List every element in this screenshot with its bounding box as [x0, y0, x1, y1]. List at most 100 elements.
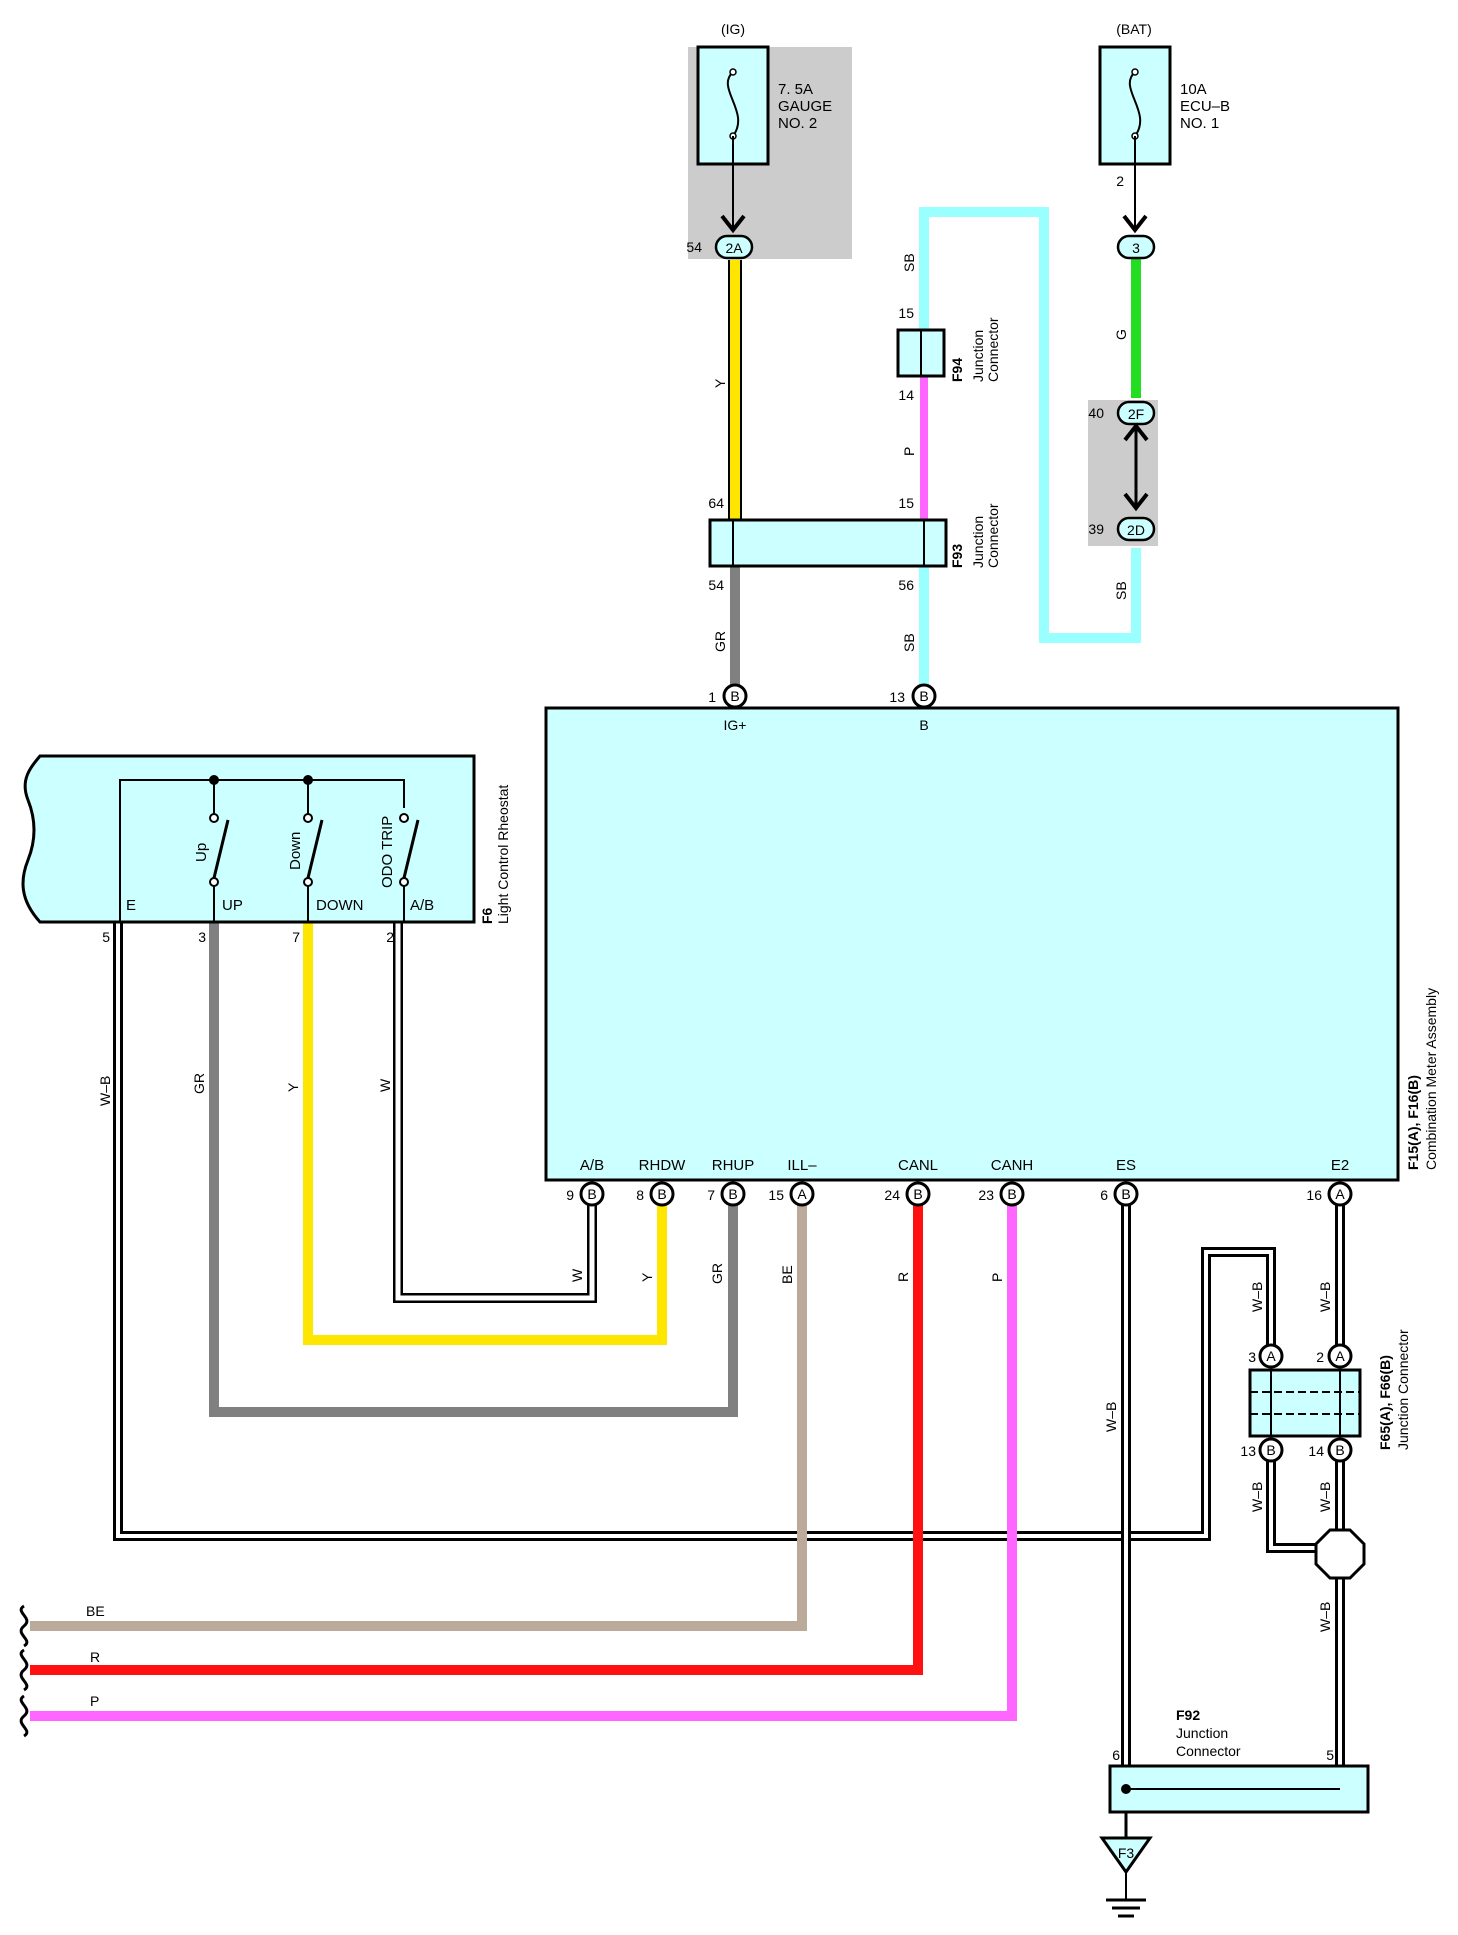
svg-text:G: G [1113, 329, 1129, 340]
svg-text:F3: F3 [1118, 1845, 1135, 1861]
svg-text:1: 1 [708, 689, 716, 705]
svg-text:Connector: Connector [1176, 1743, 1241, 1759]
svg-text:A/B: A/B [580, 1157, 604, 1174]
svg-text:14: 14 [898, 387, 914, 403]
wire-w-rheostat-ab [393, 922, 597, 1303]
svg-text:B: B [587, 1186, 596, 1202]
svg-text:ES: ES [1116, 1157, 1136, 1174]
svg-text:14: 14 [1308, 1443, 1324, 1459]
wire-color-labels: Y SB P G SB GR SB W–B GR Y W W Y GR BE R… [97, 253, 1333, 1632]
svg-text:F15(A), F16(B): F15(A), F16(B) [1405, 1075, 1421, 1170]
svg-text:10A: 10A [1180, 81, 1207, 98]
junction-f94: 15 14 F94 Junction Connector [896, 305, 1001, 403]
svg-text:NO. 1: NO. 1 [1180, 115, 1219, 132]
svg-text:F92: F92 [1176, 1707, 1200, 1723]
wire-p [30, 1190, 1017, 1721]
rheostat-pins: 5 3 7 2 [102, 929, 394, 945]
splice-octagon [1314, 1528, 1366, 1580]
svg-text:5: 5 [1326, 1747, 1334, 1763]
left-wire-breaks: BE R P [19, 1603, 105, 1738]
svg-text:Y: Y [712, 378, 728, 388]
svg-text:24: 24 [884, 1187, 900, 1203]
svg-text:BE: BE [86, 1603, 105, 1619]
svg-text:40: 40 [1088, 405, 1104, 421]
connector-2f-2d: 40 2F 39 2D [1088, 400, 1156, 542]
svg-text:3: 3 [1132, 240, 1140, 256]
svg-text:A/B: A/B [410, 897, 434, 914]
meter-pin-canl: CANL 24 B [884, 1157, 938, 1207]
svg-text:54: 54 [708, 577, 724, 593]
svg-text:6: 6 [1112, 1747, 1120, 1763]
svg-text:W–B: W–B [1317, 1602, 1333, 1632]
svg-text:W–B: W–B [1249, 1282, 1265, 1312]
svg-text:NO. 2: NO. 2 [778, 115, 817, 132]
svg-text:B: B [913, 1186, 922, 1202]
wire-r [30, 1190, 923, 1675]
svg-text:F6: F6 [479, 907, 495, 924]
svg-text:GR: GR [191, 1073, 207, 1094]
meter-pin-rhdw: RHDW 8 B [636, 1157, 686, 1207]
svg-text:Junction: Junction [1176, 1725, 1228, 1741]
meter-pin-ig: 1 B IG+ [708, 683, 748, 733]
svg-text:13: 13 [1240, 1443, 1256, 1459]
svg-text:P: P [90, 1693, 99, 1709]
svg-text:CANL: CANL [898, 1157, 938, 1174]
wire-be [30, 1190, 807, 1631]
svg-text:7: 7 [292, 929, 300, 945]
svg-text:B: B [1266, 1442, 1275, 1458]
svg-text:E: E [126, 897, 136, 914]
svg-text:IG+: IG+ [724, 717, 747, 733]
svg-text:W–B: W–B [1317, 1282, 1333, 1312]
svg-text:(BAT): (BAT) [1116, 21, 1152, 37]
meter-pin-b: 13 B B [889, 683, 937, 733]
svg-text:Up: Up [193, 843, 210, 862]
wire-w-b-rheostat-e [113, 922, 1276, 1541]
svg-text:R: R [895, 1272, 911, 1282]
svg-text:2D: 2D [1127, 522, 1145, 538]
svg-text:2F: 2F [1128, 406, 1144, 422]
svg-text:Connector: Connector [985, 317, 1001, 382]
svg-text:5: 5 [102, 929, 110, 945]
svg-text:Junction Connector: Junction Connector [1395, 1329, 1411, 1450]
svg-text:CANH: CANH [991, 1157, 1034, 1174]
fuse-bat: (BAT) 10A ECU–B NO. 1 2 3 [1098, 21, 1230, 260]
svg-text:2: 2 [1316, 1349, 1324, 1365]
svg-text:SB: SB [1113, 581, 1129, 600]
svg-text:UP: UP [222, 897, 243, 914]
svg-text:54: 54 [686, 239, 702, 255]
svg-text:GAUGE: GAUGE [778, 98, 832, 115]
svg-text:3: 3 [198, 929, 206, 945]
meter-pin-es: ES 6 B [1100, 1157, 1139, 1207]
ground-symbol: F3 [1099, 1836, 1153, 1918]
wire-w-b-13-splice [1266, 1448, 1316, 1553]
svg-text:Junction: Junction [970, 330, 986, 382]
svg-text:Down: Down [287, 832, 304, 870]
svg-text:BE: BE [779, 1265, 795, 1284]
fuse-ig: (IG) 7. 5A GAUGE NO. 2 54 2A [686, 21, 832, 260]
wire-y-rheostat-down [303, 922, 667, 1345]
svg-text:F65(A), F66(B): F65(A), F66(B) [1377, 1355, 1393, 1450]
svg-text:7: 7 [707, 1187, 715, 1203]
svg-text:7. 5A: 7. 5A [778, 81, 813, 98]
svg-text:A: A [1266, 1348, 1276, 1364]
svg-text:Y: Y [285, 1082, 301, 1092]
svg-text:6: 6 [1100, 1187, 1108, 1203]
svg-text:39: 39 [1088, 521, 1104, 537]
svg-text:ILL–: ILL– [787, 1157, 817, 1174]
svg-text:E2: E2 [1331, 1157, 1349, 1174]
svg-text:ECU–B: ECU–B [1180, 98, 1230, 115]
svg-text:A: A [797, 1186, 807, 1202]
svg-text:(IG): (IG) [721, 21, 745, 37]
svg-text:8: 8 [636, 1187, 644, 1203]
svg-text:RHDW: RHDW [639, 1157, 686, 1174]
svg-text:GR: GR [709, 1263, 725, 1284]
svg-text:Y: Y [639, 1272, 655, 1282]
light-control-rheostat: Up Down ODO TRIP E UP DOWN A/B F6 Light … [21, 754, 511, 924]
svg-text:15: 15 [768, 1187, 784, 1203]
junction-f93: 64 15 54 56 F93 Junction Connector [708, 495, 1001, 593]
svg-text:W–B: W–B [1317, 1482, 1333, 1512]
svg-text:Junction: Junction [970, 516, 986, 568]
svg-text:B: B [1335, 1442, 1344, 1458]
svg-text:A: A [1335, 1348, 1345, 1364]
combination-meter: F15(A), F16(B) Combination Meter Assembl… [544, 706, 1439, 1182]
